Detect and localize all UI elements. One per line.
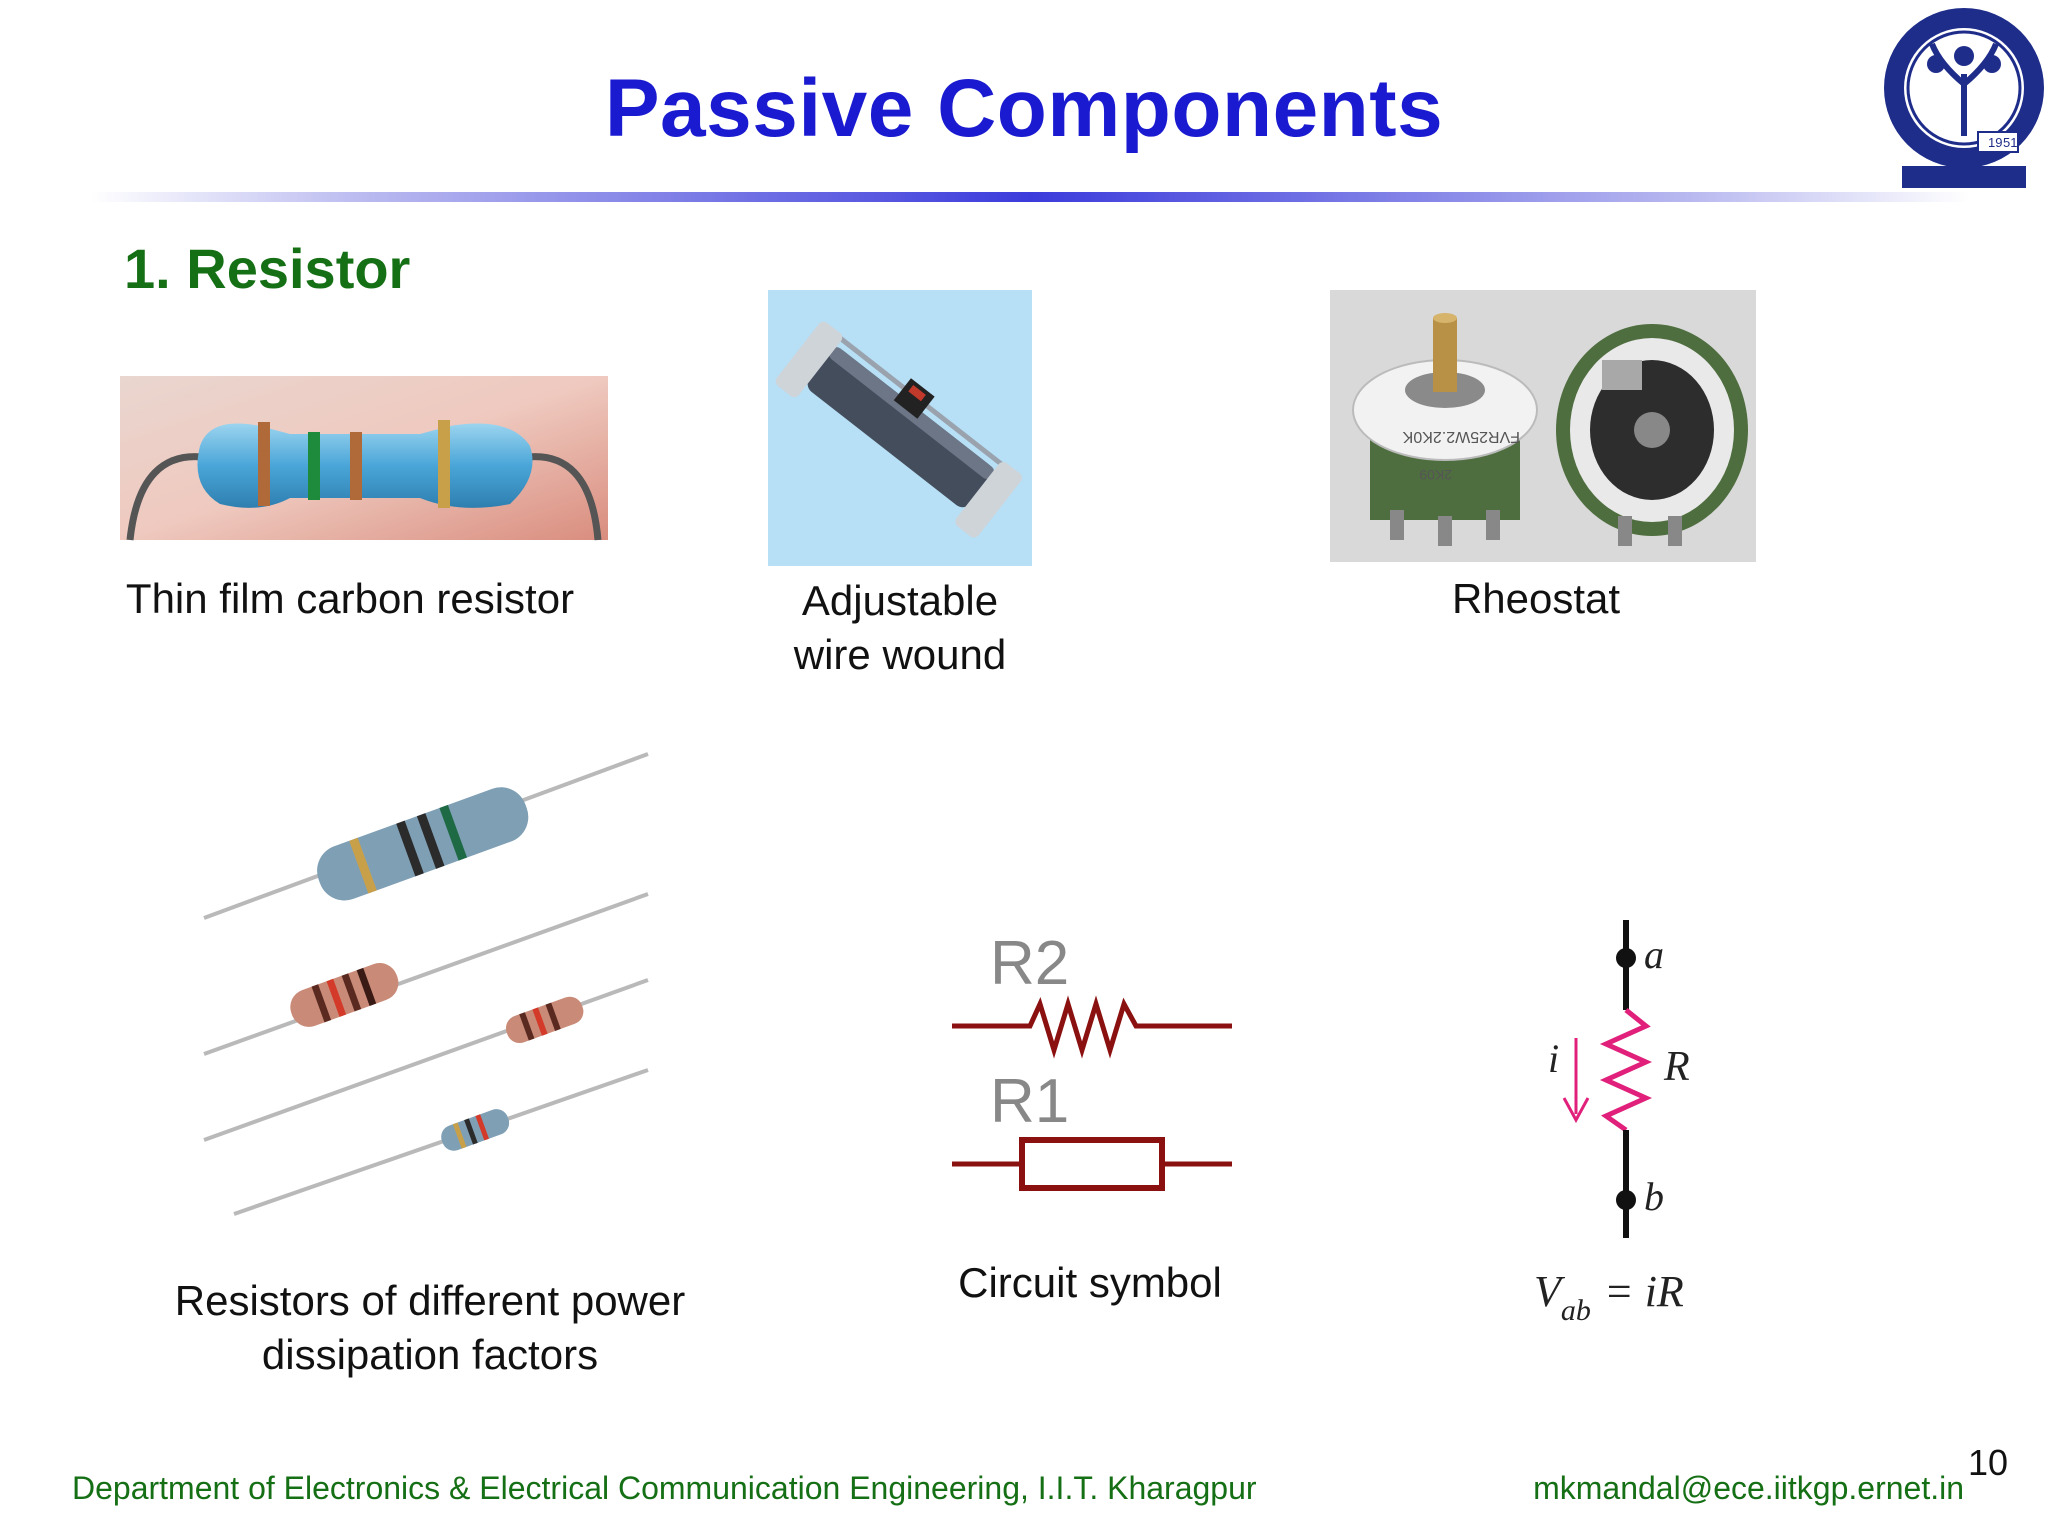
label-r1: R1 [990,1067,1069,1136]
zigzag-resistor-symbol [952,995,1232,1059]
node-a [1616,948,1636,968]
label-current-i: i [1548,1036,1559,1081]
label-node-a: a [1644,932,1664,977]
rheostat-print-1: FVR25W2.2K0K [1402,428,1520,445]
current-arrow-icon [1562,1097,1590,1124]
equation-subscript: ab [1561,1294,1591,1327]
equation: Vab = iR [1534,1267,1684,1327]
wire-wound-resistor-image [768,290,1032,566]
label-resistor-r: R [1663,1044,1690,1090]
circuit-symbol-caption: Circuit symbol [958,1259,1222,1306]
equation-rhs: = iR [1604,1267,1684,1316]
section-heading: 1. Resistor [124,237,411,300]
footer-email[interactable]: mkmandal@ece.iitkgp.ernet.in [1533,1470,1964,1506]
ohms-law-diagram: a b i R Vab = iR [1534,920,1690,1327]
page-number: 10 [1967,1442,2008,1483]
power-resistors-caption-line-1: Resistors of different power [174,1277,686,1324]
resistor-zigzag [1599,1008,1653,1133]
wire-wound-caption-line-1: Adjustable [801,577,999,624]
thin-film-caption: Thin film carbon resistor [125,575,575,622]
rheostat-image: FVR25W2.2K0K 2K09 [1330,290,1756,562]
wire-wound-caption: Adjustable wire wound [750,574,1050,682]
power-resistors-caption: Resistors of different power dissipation… [110,1274,750,1382]
title-divider [90,192,1970,202]
box-resistor-symbol [1019,1137,1165,1191]
institute-logo: 19 51 [1884,8,2044,188]
power-resistors-caption-line-2: dissipation factors [261,1331,599,1378]
equation-v: V [1534,1267,1566,1316]
circuit-symbol-diagram: R2 R1 [952,929,1232,1191]
footer-department: Department of Electronics & Electrical C… [72,1470,1257,1506]
node-b [1616,1190,1636,1210]
logo-year-left: 19 [1988,135,2002,150]
rheostat-caption: Rheostat [1451,575,1621,622]
thin-film-resistor-image [120,376,608,541]
rheostat-print-2: 2K09 [1419,467,1452,483]
wire-wound-caption-line-2: wire wound [793,631,1007,678]
label-node-b: b [1644,1174,1664,1219]
power-resistors-image [203,748,652,1218]
slide-title: Passive Components [604,63,1444,154]
label-r2: R2 [990,929,1069,998]
logo-year-right: 51 [2003,135,2017,150]
